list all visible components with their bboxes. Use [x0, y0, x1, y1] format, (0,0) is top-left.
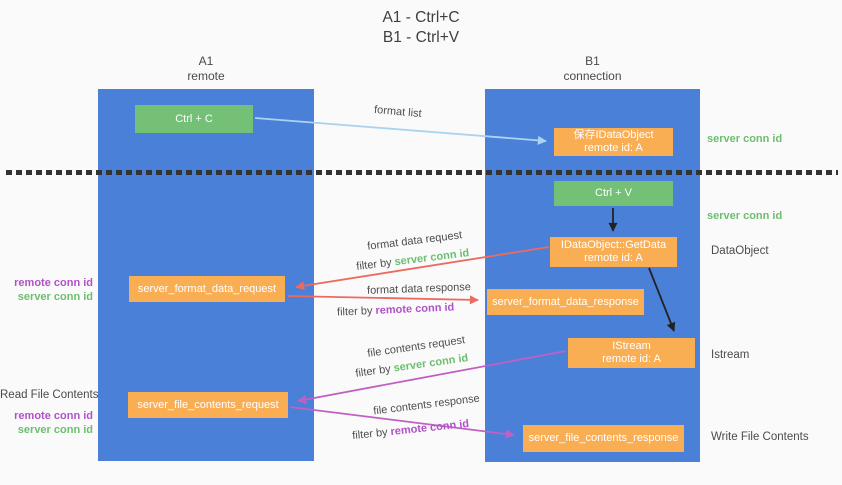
write-file-contents-annotation: Write File Contents [711, 431, 809, 443]
server-file-contents-request-node: server_file_contents_request [128, 392, 288, 418]
getdata-line2: remote id: A [584, 252, 643, 264]
remote-conn-id-annotation-left-2: remote conn id [14, 410, 93, 422]
server-format-data-request-label: server_format_data_request [137, 282, 277, 295]
lane-a1-subtitle: remote [187, 69, 225, 83]
istream-line1: IStream [612, 340, 651, 352]
istream-annotation: Istream [711, 349, 750, 361]
getdata-node: IDataObject::GetData remote id: A [550, 237, 677, 267]
ctrl-v-label: Ctrl + V [595, 187, 632, 199]
server-file-contents-request-label: server_file_contents_request [137, 398, 279, 411]
save-dataobject-line1: 保存IDataObject [573, 129, 654, 141]
server-file-contents-response-node: server_file_contents_response [523, 425, 684, 452]
lane-header-b1: B1 connection [485, 54, 700, 84]
save-dataobject-line2: remote id: A [584, 142, 643, 154]
server-file-contents-response-label: server_file_contents_response [528, 432, 679, 444]
diagram-title: A1 - Ctrl+C B1 - Ctrl+V [0, 8, 842, 48]
ctrl-v-node: Ctrl + V [554, 181, 673, 206]
server-conn-id-annotation-mid: server conn id [707, 210, 783, 222]
filter-by-text: filter by [336, 305, 373, 319]
title-line-2: B1 - Ctrl+V [382, 29, 460, 46]
lane-header-a1: A1 remote [98, 54, 314, 84]
save-dataobject-node: 保存IDataObject remote id: A [554, 128, 673, 156]
getdata-to-istream-arrow [648, 267, 676, 332]
format-list-arrow [254, 117, 547, 145]
lane-b1-name: B1 [585, 54, 600, 68]
ctrl-c-label: Ctrl + C [175, 112, 213, 125]
server-conn-id-annotation-top: server conn id [707, 133, 783, 145]
file-contents-response-arrow [289, 406, 515, 439]
file-contents-request-arrow [297, 350, 567, 404]
getdata-line1: IDataObject::GetData [560, 239, 667, 251]
server-conn-id-annotation-left-2: server conn id [17, 424, 93, 436]
read-file-contents-annotation: Read File Contents [0, 389, 99, 401]
ctrl-c-node: Ctrl + C [135, 105, 253, 133]
copy-paste-divider-dotted-line [6, 170, 838, 175]
dataobject-annotation: DataObject [711, 245, 769, 257]
server-format-data-response-node: server_format_data_response [487, 289, 644, 315]
format-data-request-arrow [295, 246, 550, 291]
server-conn-id-annotation-left-1: server conn id [17, 291, 93, 303]
server-format-data-response-label: server_format_data_response [492, 295, 639, 308]
istream-line2: remote id: A [602, 353, 661, 365]
title-line-1: A1 - Ctrl+C [382, 9, 460, 26]
lane-b1-subtitle: connection [563, 69, 622, 83]
server-format-data-request-node: server_format_data_request [129, 276, 285, 302]
lane-a1-name: A1 [198, 54, 214, 68]
istream-node: IStream remote id: A [568, 338, 695, 368]
remote-conn-id-annotation-left-1: remote conn id [14, 277, 93, 289]
format-data-response-arrow [287, 295, 479, 305]
